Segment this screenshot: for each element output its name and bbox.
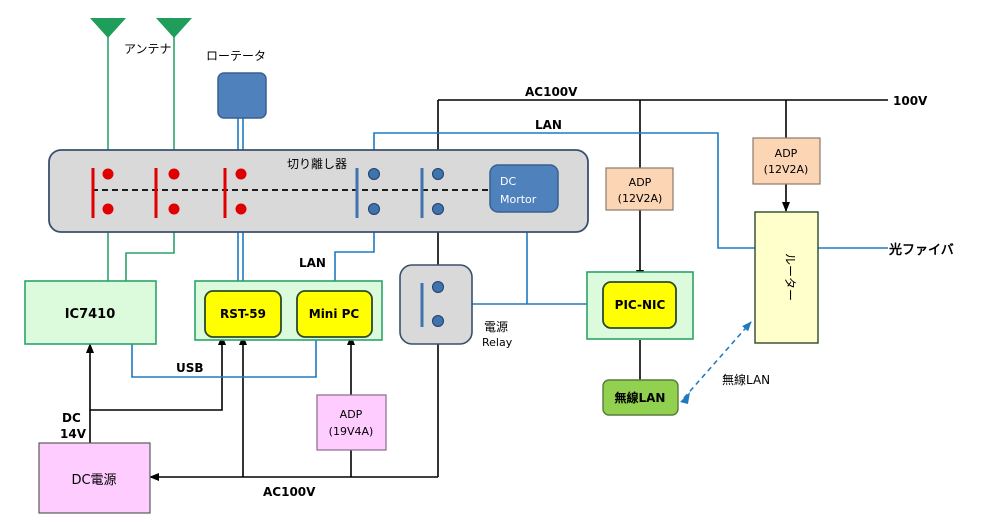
minipc-label: Mini PC (309, 307, 360, 321)
antenna-icon (90, 18, 126, 38)
adp-pic-box (605, 167, 674, 211)
switch-box (48, 149, 589, 233)
adp-pic-label-2: (12V2A) (618, 192, 663, 205)
power-relay-label-2: Relay (482, 336, 513, 349)
usb-line (131, 340, 317, 378)
blue-contacts (355, 168, 444, 218)
ac100v-bottom-label: AC100V (263, 485, 316, 499)
red-contacts (91, 168, 247, 218)
wlan-label: 無線LAN (615, 390, 666, 405)
picnic-label: PIC-NIC (615, 298, 666, 312)
ic7410-box (24, 280, 157, 345)
dc14v-label-2: 14V (60, 427, 87, 441)
dc14v-label-1: DC (62, 411, 81, 425)
dc-motor-label-2: Mortor (500, 193, 537, 206)
wlan-box (602, 379, 679, 416)
wireless-arrow-tail (680, 392, 690, 404)
lan-mid-label: LAN (299, 256, 326, 270)
wireless-lan-label: 無線LAN (722, 372, 770, 387)
rotator-label: ローテータ (206, 49, 266, 63)
dc-line-to-rst59 (90, 335, 226, 411)
relay-contact (432, 281, 444, 293)
dc-power-box (38, 442, 151, 514)
rotator-box (217, 72, 267, 119)
antenna-icon (156, 18, 192, 38)
lan-top-label: LAN (535, 118, 562, 132)
adp-pc-label-2: (19V4A) (329, 425, 374, 438)
adp-router-label-1: ADP (775, 147, 798, 160)
adp-pc-box (316, 394, 387, 451)
lan-switch-to-minipc (334, 232, 375, 290)
antenna-label: アンテナ (124, 42, 172, 56)
adp-pic-label-1: ADP (629, 176, 652, 189)
dc-motor-label-1: DC (500, 175, 516, 188)
minipc-box (296, 290, 373, 338)
router-box (754, 211, 819, 344)
ac-power-lines (86, 99, 888, 481)
power-relay-label-1: 電源 (484, 320, 508, 334)
picnic-box (602, 281, 677, 329)
switch-box-label: 切り離し器 (287, 157, 347, 171)
dc-power-label: DC電源 (71, 473, 116, 488)
dc-motor-box (489, 164, 559, 213)
power-relay-box (399, 264, 473, 345)
adp-router-box (752, 137, 821, 185)
v100-label: 100V (893, 94, 928, 108)
fiber-label: 光ファイバ (888, 242, 954, 258)
ac100v-top-label: AC100V (525, 85, 578, 99)
router-label: ルーター (783, 253, 797, 301)
usb-label: USB (176, 361, 204, 375)
adp-pc-label-1: ADP (340, 408, 363, 421)
lan-top-line (373, 132, 755, 249)
rst59-box (204, 290, 282, 338)
relay-contact (432, 315, 444, 327)
ic7410-label: IC7410 (65, 307, 116, 322)
rst59-label: RST-59 (220, 307, 266, 321)
wireless-lan-link-line (683, 321, 752, 399)
adp-router-label-2: (12V2A) (764, 163, 809, 176)
